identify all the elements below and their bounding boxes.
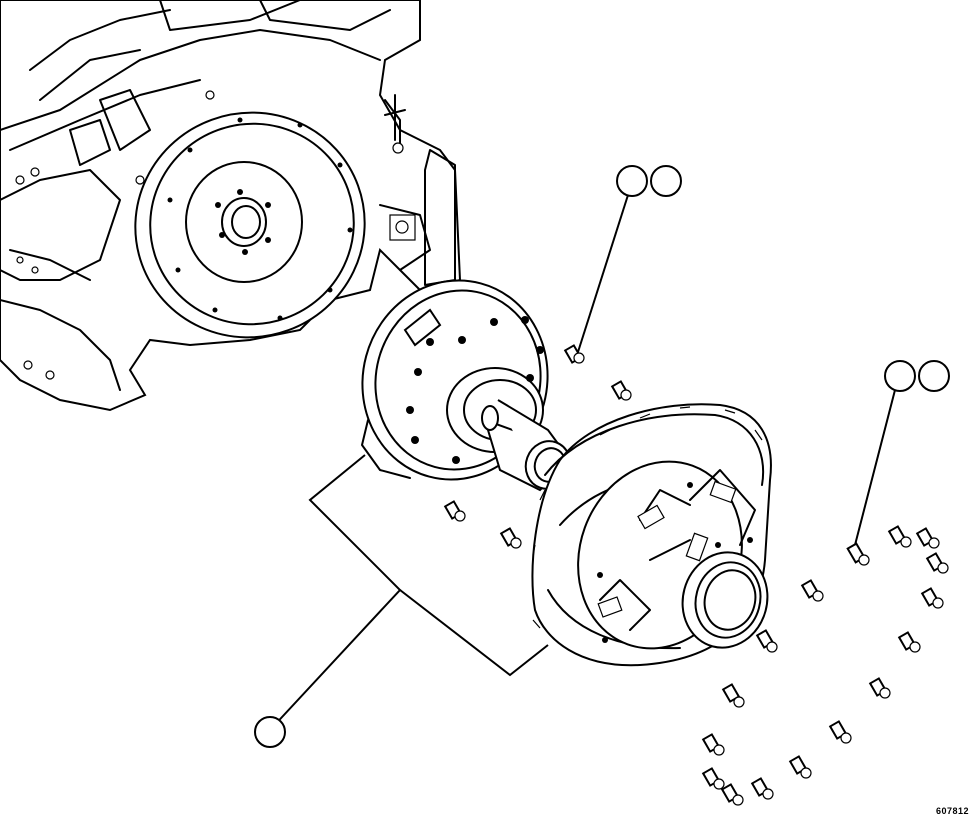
- bolt: [721, 683, 745, 708]
- bolt: [897, 631, 921, 653]
- bolt: [788, 755, 812, 779]
- bolt: [920, 587, 944, 609]
- bolt-set: [443, 344, 949, 806]
- bolt: [925, 552, 949, 574]
- bolt: [755, 629, 778, 653]
- leader-lines: [269, 194, 896, 731]
- bolt: [750, 777, 774, 800]
- bolt: [915, 527, 940, 549]
- bolt: [701, 733, 725, 756]
- figure-id: 607812: [935, 806, 969, 816]
- callout-bolts-left-1: [616, 165, 648, 197]
- flywheel: [134, 111, 366, 339]
- bolt: [443, 500, 466, 522]
- bolt: [800, 579, 824, 602]
- callout-bolts-right-1: [884, 360, 916, 392]
- bolt: [887, 525, 912, 548]
- callout-converter-assembly: [254, 716, 286, 748]
- bolt: [610, 380, 632, 401]
- callout-bolts-right-2: [918, 360, 950, 392]
- bolt: [868, 677, 891, 699]
- bolt: [701, 767, 725, 790]
- bolt: [563, 344, 585, 364]
- torque-converter: [531, 403, 772, 667]
- bolt: [720, 783, 744, 806]
- bolt: [846, 542, 870, 566]
- bolt: [499, 527, 522, 549]
- callout-bolts-left-2: [650, 165, 682, 197]
- bolt: [828, 720, 852, 744]
